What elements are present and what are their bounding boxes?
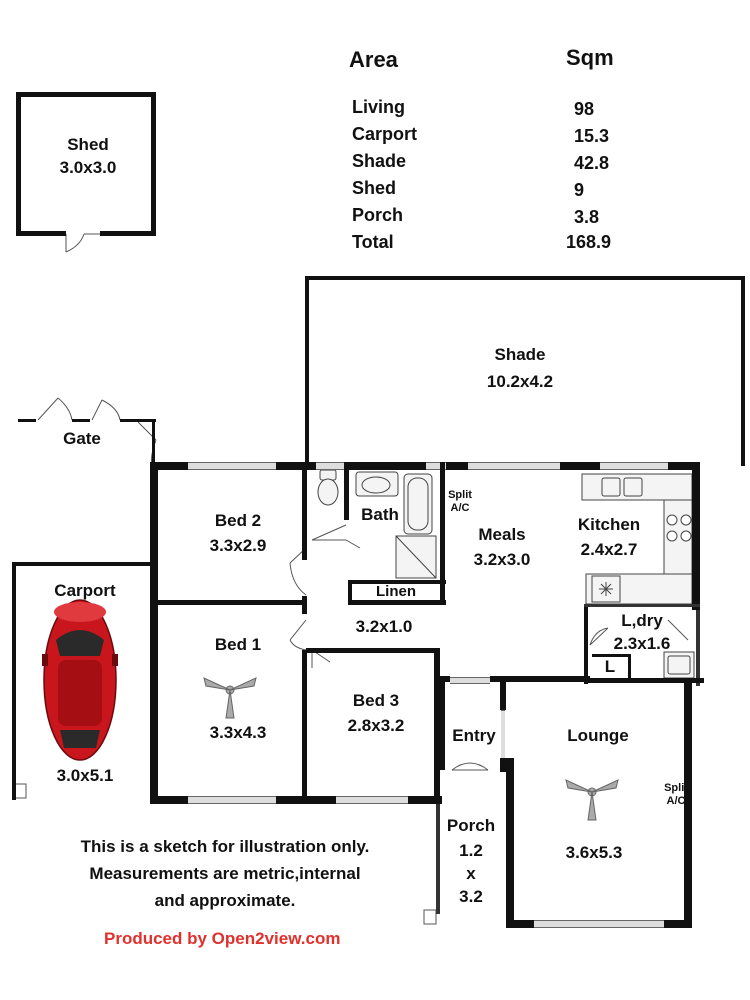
cooktop-icon <box>666 514 692 542</box>
gate-label: Gate <box>63 429 101 448</box>
laundry-door-arc <box>667 619 689 641</box>
bath-door-line <box>345 539 361 549</box>
area-row-label: Living <box>352 97 405 117</box>
laundry-door-arc <box>589 627 609 646</box>
bed2-name: Bed 2 <box>214 511 262 530</box>
kitchen-size: 2.4x2.7 <box>580 539 638 559</box>
sink-icon <box>581 473 693 501</box>
bed1-label: Bed 1 <box>214 635 262 654</box>
bath-door-arc <box>311 524 347 541</box>
area-row-label: Shade <box>352 151 407 171</box>
meals-size: 3.2x3.0 <box>473 549 531 569</box>
gate-door-arc <box>37 397 73 421</box>
split-ac-lounge-line1: Split <box>664 782 688 794</box>
credit-text: Produced by Open2view.com <box>104 929 341 948</box>
laundry-label: L,dry 2.3x1.6 <box>602 610 682 656</box>
linen-label: Linen <box>376 583 416 600</box>
kitchen-label: Kitchen 2.4x2.7 <box>566 514 652 562</box>
bed3-name: Bed 3 <box>352 691 400 710</box>
carport-size: 3.0x5.1 <box>56 766 114 785</box>
area-row-value: 98 <box>574 99 595 119</box>
shade-label: Shade 10.2x4.2 <box>460 344 580 394</box>
split-ac-top-line1: Split <box>448 489 472 501</box>
split-ac-lounge-line2: A/C <box>666 795 686 808</box>
disclaimer-line1: This is a sketch for illustration only. <box>80 837 370 856</box>
kitchen-name: Kitchen <box>577 515 641 534</box>
porch-post <box>423 909 437 925</box>
car-icon <box>42 599 118 761</box>
laundry-size: 2.3x1.6 <box>613 633 671 653</box>
basin-icon <box>355 471 399 497</box>
area-row-label: Shed <box>352 178 397 198</box>
shade-name: Shade <box>494 345 546 364</box>
bathtub-icon <box>403 473 433 535</box>
meals-label: Meals 3.2x3.0 <box>456 524 548 572</box>
ceiling-fan-icon <box>565 779 619 821</box>
laundry-trough-icon <box>663 651 695 679</box>
gate-door-arc <box>91 399 121 421</box>
split-ac-top-line2: A/C <box>450 502 470 515</box>
toilet-icon <box>317 469 339 506</box>
bath-label: Bath <box>361 505 399 524</box>
shed-door-arc <box>65 233 100 253</box>
area-row-value: 168.9 <box>566 232 612 252</box>
shed-name: Shed <box>67 135 109 154</box>
area-row-label: Porch <box>352 205 404 225</box>
exhaust-fan-icon <box>591 575 621 603</box>
shower-icon <box>395 535 437 579</box>
area-row-value: 42.8 <box>574 153 610 173</box>
area-row-value: 9 <box>574 180 585 200</box>
split-ac-lounge-label: Split A/C <box>656 782 696 808</box>
area-row-value: 15.3 <box>574 126 610 146</box>
laundry-name: L,dry <box>621 611 663 630</box>
bed2-label: Bed 2 3.3x2.9 <box>190 510 286 558</box>
lounge-size: 3.6x5.3 <box>565 843 623 862</box>
meals-name: Meals <box>478 525 526 544</box>
split-ac-top-label: Split A/C <box>440 489 480 515</box>
porch-label: Porch 1.2 x 3.2 <box>440 815 502 909</box>
porch-line2: x <box>466 863 476 883</box>
disclaimer-line2: Measurements are metric,internal <box>89 864 361 884</box>
entry-label: Entry <box>452 726 496 745</box>
lounge-label: Lounge <box>567 726 629 745</box>
area-row-label: Carport <box>352 124 418 144</box>
disclaimer-line3: and approximate. <box>154 891 296 911</box>
porch-line3: 3.2 <box>459 886 483 906</box>
hall-size: 3.2x1.0 <box>355 617 413 636</box>
porch-line1: 1.2 <box>459 840 483 860</box>
bed2-size: 3.3x2.9 <box>209 535 267 555</box>
entry-door-arc <box>451 762 489 771</box>
sqm-header: Sqm <box>566 45 614 70</box>
shed-size: 3.0x3.0 <box>59 157 117 177</box>
area-header: Area <box>349 47 398 72</box>
area-row-value: 3.8 <box>574 207 600 227</box>
shed-label: Shed 3.0x3.0 <box>40 134 136 180</box>
l-cupboard-label: L <box>604 657 616 676</box>
carport-label: Carport <box>54 581 116 600</box>
bed1-door-arc <box>289 619 307 651</box>
bed3-label: Bed 3 2.8x3.2 <box>326 690 426 738</box>
porch-name: Porch <box>446 816 496 835</box>
shade-size: 10.2x4.2 <box>486 371 554 391</box>
ceiling-fan-icon <box>203 677 257 719</box>
disclaimer-note: This is a sketch for illustration only. … <box>40 833 410 915</box>
bed3-size: 2.8x3.2 <box>347 715 405 735</box>
bed1-size: 3.3x4.3 <box>209 723 267 742</box>
area-row-label: Total <box>352 232 394 252</box>
